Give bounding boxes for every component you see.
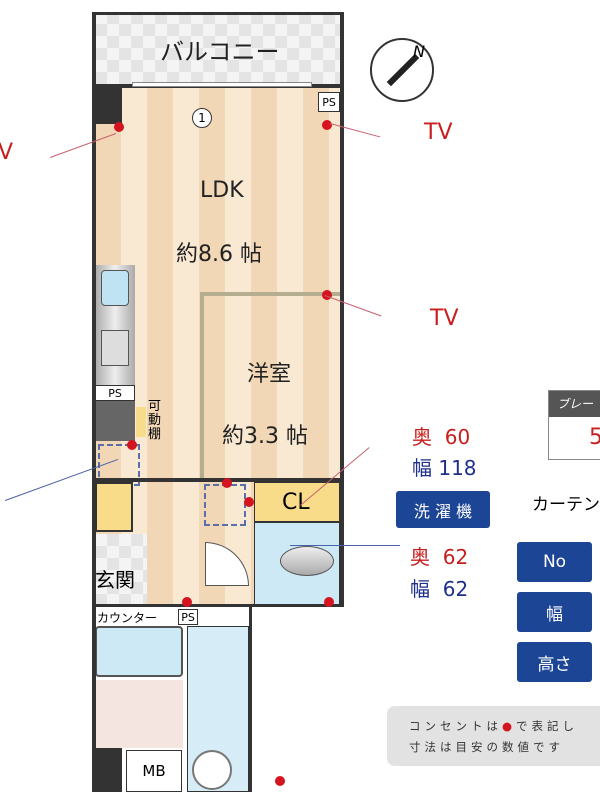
sink-icon: [101, 270, 129, 306]
washer-dimensions: 奥 60 幅 118: [412, 422, 477, 484]
washer-button: 洗 濯 機: [396, 491, 490, 528]
counter-label: カウンター: [97, 611, 158, 625]
closet: [254, 482, 340, 522]
note-text: コンセントは: [409, 719, 502, 733]
outlet-icon: [324, 597, 334, 607]
movable-shelf-label: 可 動 棚: [148, 399, 162, 442]
note-text: 寸法は目安の数値です: [409, 740, 564, 754]
western-room-size: 約3.3 帖: [222, 424, 308, 449]
curtain-title: カーテン: [532, 495, 600, 515]
toilet-icon: [280, 546, 334, 576]
room-number: 1: [192, 108, 212, 128]
stove-icon: [101, 330, 129, 366]
ldk-label: LDK: [200, 178, 244, 203]
depth-label: 奥: [412, 425, 432, 449]
outlet-icon: [322, 120, 332, 130]
outlet-icon: [182, 597, 192, 607]
curtain-height: 高さ: [517, 642, 592, 682]
depth-value: 62: [442, 545, 469, 569]
ps-label-kitchen: PS: [95, 385, 135, 401]
depth-value: 60: [444, 425, 471, 449]
width-value: 118: [438, 456, 477, 480]
entrance: [95, 534, 147, 604]
balcony: [95, 12, 340, 86]
ps-label-top: PS: [318, 92, 340, 112]
width-label: 幅: [410, 577, 430, 601]
outlet-icon: [275, 776, 285, 786]
entrance-label: 玄関: [95, 568, 135, 592]
width-label: 幅: [412, 456, 432, 480]
bathtub: [95, 626, 183, 677]
closet-label: CL: [282, 490, 310, 515]
plate-box: ブレー 5: [548, 390, 600, 460]
outlet-icon: [114, 122, 124, 132]
outlet-icon: [244, 497, 254, 507]
outlet-icon: ●: [502, 719, 517, 733]
ldk-size: 約8.6 帖: [176, 242, 262, 267]
western-room-label: 洋室: [247, 362, 292, 387]
outlet-icon: [127, 440, 137, 450]
tv-label-left: V: [0, 140, 14, 165]
floor-plan: バルコニー PS 1 LDK 約8.6 帖 PS 可 動 棚 洋室 約3.3 帖…: [92, 12, 344, 792]
plate-header: ブレー: [549, 391, 600, 417]
plate-value: 5: [589, 425, 600, 450]
balcony-label: バルコニー: [160, 38, 280, 66]
note-box: コンセントは●で表記し 寸法は目安の数値です: [387, 706, 600, 766]
curtain-no: No: [517, 542, 592, 582]
tv-label-2: TV: [430, 306, 459, 331]
washroom-space: [204, 484, 246, 526]
width-value: 62: [442, 577, 469, 601]
depth-label: 奥: [410, 545, 430, 569]
mb-label: MB: [126, 750, 182, 792]
note-text: で表記し: [516, 719, 579, 733]
toilet-dimensions: 奥 62 幅 62: [410, 541, 468, 605]
outlet-icon: [222, 478, 232, 488]
basin-icon: [192, 750, 232, 790]
tv-label-1: TV: [424, 120, 453, 145]
curtain-width: 幅: [517, 592, 592, 632]
compass-icon: [370, 38, 434, 102]
ps-label-counter: PS: [178, 609, 198, 625]
